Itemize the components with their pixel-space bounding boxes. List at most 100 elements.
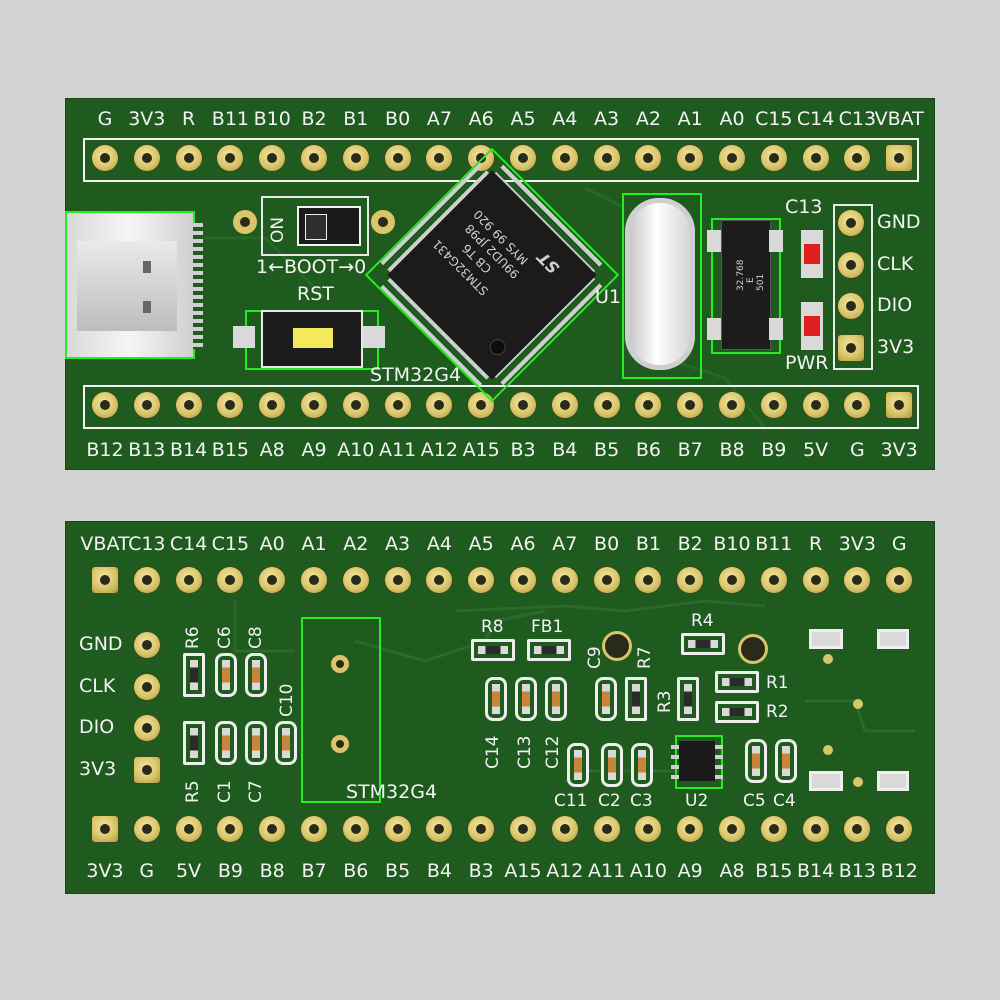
pin-label-5v: 5V — [803, 439, 829, 461]
pin-pad-a0[interactable] — [719, 145, 745, 171]
pin-pad-3v3[interactable] — [133, 145, 160, 171]
pin-pad-g[interactable] — [92, 145, 118, 171]
pin-pad-3v3[interactable] — [844, 567, 871, 593]
pin-pad-a3[interactable] — [593, 145, 620, 171]
pin-pad-a0[interactable] — [259, 567, 286, 593]
pin-pad-b2[interactable] — [677, 567, 704, 593]
pin-pad-c15[interactable] — [217, 567, 244, 593]
swd-pad-dio[interactable] — [134, 715, 160, 741]
pin-pad-b3[interactable] — [468, 816, 495, 842]
pin-pad-b6[interactable] — [342, 816, 369, 842]
pin-pad-b6[interactable] — [635, 392, 662, 418]
pin-pad-b0[interactable] — [384, 145, 411, 171]
pin-pad-b15[interactable] — [760, 816, 787, 842]
reset-button-cap[interactable] — [293, 328, 333, 348]
pin-pad-a2[interactable] — [342, 567, 369, 593]
pin-pad-b1[interactable] — [342, 145, 369, 171]
pin-pad-c13[interactable] — [133, 567, 160, 593]
pin-pad-r[interactable] — [802, 567, 829, 593]
pin-pad-a7[interactable] — [551, 567, 578, 593]
pin-pad-a6[interactable] — [510, 567, 536, 593]
pin-pad-g[interactable] — [886, 567, 913, 593]
pin-pad-a12[interactable] — [551, 816, 578, 842]
pin-pad-c14[interactable] — [175, 567, 202, 593]
swd-pad-3v3[interactable] — [134, 756, 160, 783]
pin-pad-b11[interactable] — [760, 567, 787, 593]
pin-pad-a3[interactable] — [384, 567, 411, 593]
pin-pad-a15[interactable] — [510, 816, 536, 842]
pin-pad-b12[interactable] — [886, 816, 913, 842]
swd-pad-gnd[interactable] — [134, 632, 160, 658]
pin-pad-a10[interactable] — [342, 392, 369, 418]
pin-pad-a5[interactable] — [468, 567, 495, 593]
reset-button[interactable] — [261, 310, 363, 368]
pin-pad-b8[interactable] — [719, 392, 745, 418]
pin-pad-b8[interactable] — [259, 816, 286, 842]
pin-pad-a11[interactable] — [593, 816, 620, 842]
pin-pad-a4[interactable] — [551, 145, 578, 171]
pin-pad-b14[interactable] — [802, 816, 829, 842]
pin-pad-a9[interactable] — [677, 816, 704, 842]
pin-pad-c14[interactable] — [802, 145, 829, 171]
pin-pad-a4[interactable] — [426, 567, 453, 593]
pin-pad-b9[interactable] — [760, 392, 787, 418]
pin-pad-5v[interactable] — [802, 392, 829, 418]
pin-pad-a5[interactable] — [510, 145, 536, 171]
pin-pad-b11[interactable] — [217, 145, 244, 171]
pin-pad-b10[interactable] — [259, 145, 286, 171]
pin-pad-b10[interactable] — [719, 567, 745, 593]
pin-pad-b0[interactable] — [593, 567, 620, 593]
pin-pad-b12[interactable] — [92, 392, 118, 418]
swd-pad-clk[interactable] — [838, 251, 864, 278]
pin-pad-a10[interactable] — [635, 816, 662, 842]
pin-pad-a12[interactable] — [426, 392, 453, 418]
pin-pad-b5[interactable] — [384, 816, 411, 842]
pin-pad-c13[interactable] — [844, 145, 871, 171]
pin-pad-a2[interactable] — [635, 145, 662, 171]
swd-pad-3v3[interactable] — [838, 334, 864, 361]
pin-label-b0: B0 — [594, 533, 620, 555]
pin-pad-c15[interactable] — [760, 145, 787, 171]
pin-pad-vbat[interactable] — [886, 145, 913, 171]
pin-pad-b14[interactable] — [175, 392, 202, 418]
pin-pad-a8[interactable] — [719, 816, 745, 842]
boot-switch[interactable] — [297, 206, 361, 246]
pin-pad-b7[interactable] — [677, 392, 704, 418]
smd-resistor — [715, 701, 759, 723]
pwr-led-label: PWR — [785, 352, 829, 374]
pin-pad-b4[interactable] — [426, 816, 453, 842]
pin-pad-b5[interactable] — [593, 392, 620, 418]
rtc-crystal[interactable]: 32.768 E 501 — [721, 220, 771, 350]
pin-pad-vbat[interactable] — [92, 567, 118, 593]
pin-pad-a11[interactable] — [384, 392, 411, 418]
pin-pad-b2[interactable] — [301, 145, 327, 171]
pin-pad-a1[interactable] — [301, 567, 327, 593]
pin-pad-b3[interactable] — [510, 392, 536, 418]
pin-pad-a1[interactable] — [677, 145, 704, 171]
swd-pad-gnd[interactable] — [838, 210, 864, 236]
pin-pad-b4[interactable] — [551, 392, 578, 418]
pin-pad-3v3[interactable] — [886, 392, 913, 418]
pin-pad-a7[interactable] — [426, 145, 453, 171]
boot-switch-knob[interactable] — [305, 214, 327, 240]
pin-pad-a9[interactable] — [301, 392, 327, 418]
pin-pad-b13[interactable] — [844, 816, 871, 842]
pin-pad-a15[interactable] — [468, 392, 495, 418]
swd-pad-clk[interactable] — [134, 673, 160, 700]
pin-pad-b7[interactable] — [301, 816, 327, 842]
pin-pad-r[interactable] — [175, 145, 202, 171]
pin-pad-b13[interactable] — [133, 392, 160, 418]
pin-pad-b1[interactable] — [635, 567, 662, 593]
pin-label-c13: C13 — [838, 108, 877, 130]
pin-pad-3v3[interactable] — [92, 816, 118, 842]
crystal-hc49[interactable] — [625, 198, 695, 370]
pin-pad-a8[interactable] — [259, 392, 286, 418]
pin-pad-g[interactable] — [844, 392, 871, 418]
pin-pad-g[interactable] — [133, 816, 160, 842]
usb-c-connector[interactable] — [65, 211, 193, 359]
c2-label: C2 — [598, 791, 621, 811]
pin-pad-b9[interactable] — [217, 816, 244, 842]
pin-pad-b15[interactable] — [217, 392, 244, 418]
pin-pad-5v[interactable] — [175, 816, 202, 842]
swd-pad-dio[interactable] — [838, 293, 864, 319]
